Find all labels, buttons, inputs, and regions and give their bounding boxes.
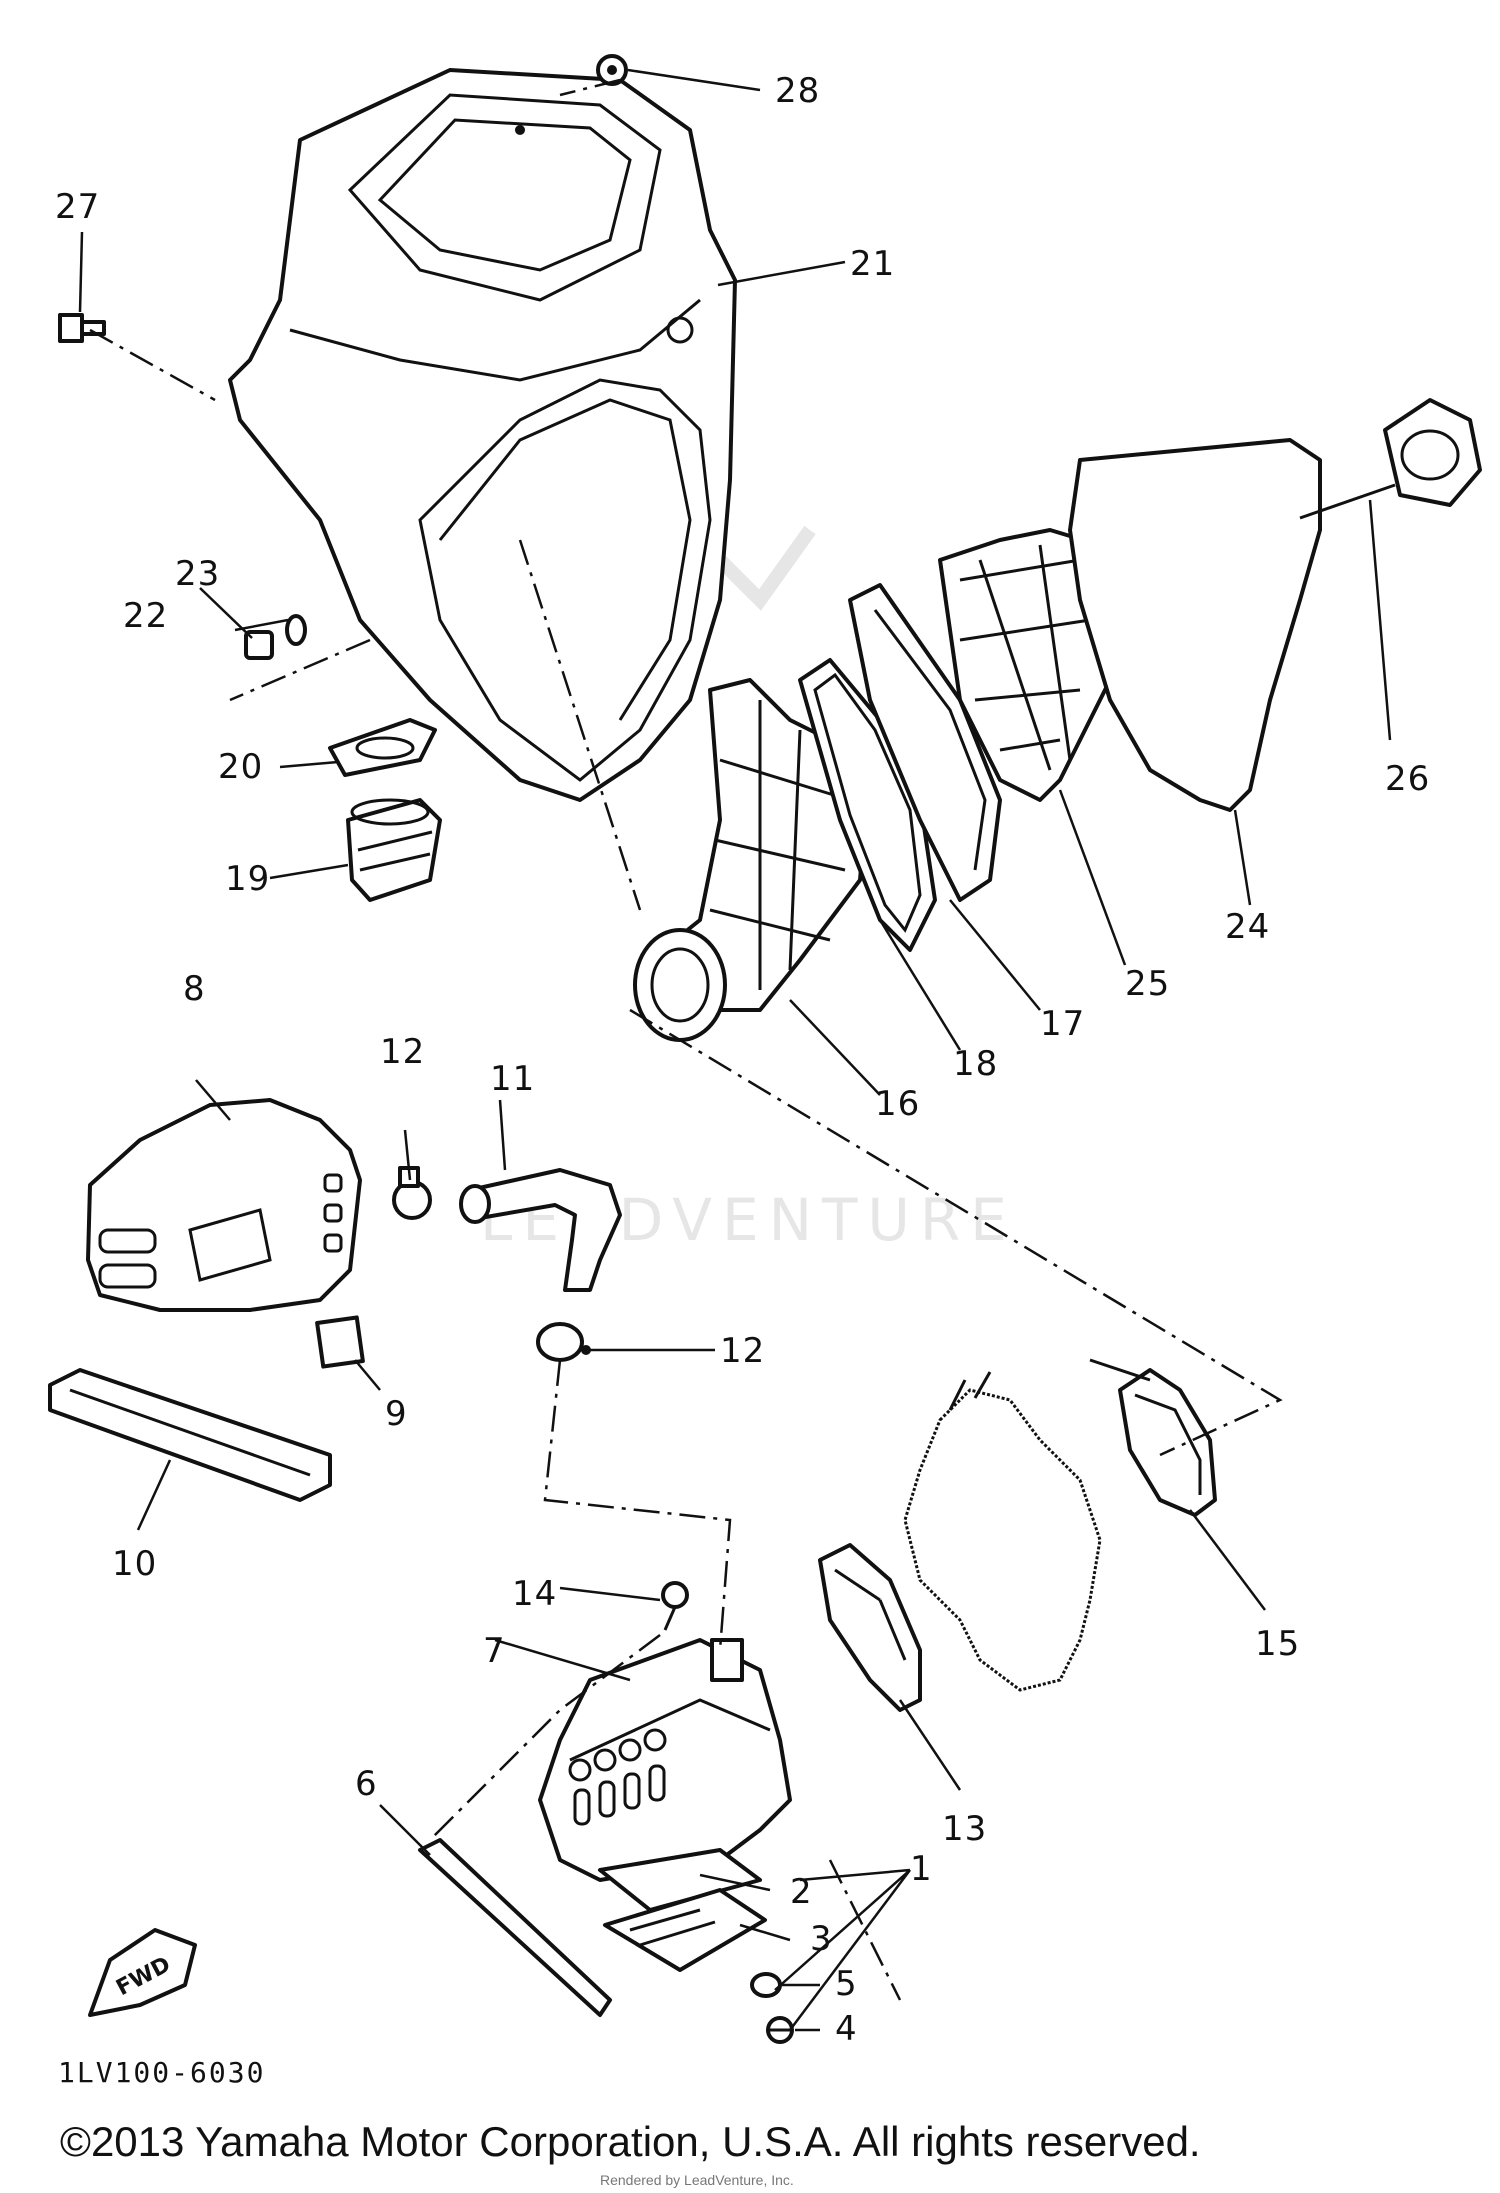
carburetor-outline (903, 1371, 1102, 1692)
reed-part-2 (598, 1848, 762, 1912)
gasket-part-6 (418, 1838, 612, 2017)
callout-4: 4 (835, 2009, 858, 2049)
label-part-9 (315, 1315, 365, 1369)
clamp-part-12a (392, 1166, 432, 1220)
callout-25: 25 (1125, 964, 1170, 1004)
joint-part-19 (346, 798, 442, 902)
stopper-part-3 (603, 1888, 767, 1972)
clamp-part-15 (1089, 1358, 1217, 1517)
callout-28: 28 (775, 71, 820, 111)
callout-7: 7 (483, 1631, 506, 1671)
callout-13: 13 (942, 1809, 987, 1849)
callout-22: 22 (123, 596, 168, 636)
callout-17: 17 (1040, 1004, 1085, 1044)
callout-19: 19 (225, 859, 270, 899)
element-cage-part-16 (633, 678, 872, 1042)
hose-part-11 (459, 1168, 622, 1292)
band-part-10 (48, 1368, 332, 1502)
callout-24: 24 (1225, 907, 1270, 947)
copyright-notice: ©2013 Yamaha Motor Corporation, U.S.A. A… (60, 2118, 1201, 2165)
holder-part-26 (1299, 398, 1482, 520)
bolt-part-14 (661, 1581, 689, 1631)
assembly-lines (89, 78, 1283, 2001)
clamp-part-12b (536, 1322, 591, 1362)
gasket-part-18 (798, 658, 937, 952)
callout-18: 18 (953, 1044, 998, 1084)
washer-part-5 (750, 1972, 782, 1998)
drawing-code: 1LV100-6030 (58, 2056, 266, 2089)
callout-26: 26 (1385, 759, 1430, 799)
callout-1: 1 (910, 1849, 933, 1889)
airbox-part-21 (228, 68, 737, 802)
callout-5: 5 (835, 1964, 858, 2004)
reed-valve-part-7 (538, 1638, 792, 1882)
callout-12b: 12 (720, 1331, 765, 1371)
rendered-by-text: Rendered by LeadVenture, Inc. (600, 2172, 794, 2188)
nut-part-22 (244, 630, 274, 660)
callout-16: 16 (875, 1084, 920, 1124)
callout-14: 14 (512, 1574, 557, 1614)
callout-23: 23 (175, 554, 220, 594)
callout-12a: 12 (380, 1032, 425, 1072)
callout-21: 21 (850, 244, 895, 284)
gasket-part-20 (328, 718, 437, 777)
leader-lines (78, 68, 1392, 2032)
washer-part-23 (285, 614, 307, 646)
element-part-17 (848, 583, 1002, 902)
callout-15: 15 (1255, 1624, 1300, 1664)
resonator-part-8 (86, 1098, 362, 1312)
callout-8: 8 (183, 969, 206, 1009)
bolt-part-27 (58, 313, 106, 343)
callout-6: 6 (355, 1764, 378, 1804)
filter-element-part-24 (1068, 438, 1322, 812)
screw-part-4 (766, 2016, 794, 2044)
callout-27: 27 (55, 187, 100, 227)
callout-3: 3 (810, 1919, 833, 1959)
callout-9: 9 (385, 1394, 408, 1434)
callout-labels: 1 2 3 4 5 6 7 8 9 10 11 12 12 13 14 15 1… (55, 71, 1430, 2049)
clamp-part-13 (818, 1543, 922, 1712)
element-frame-part-25 (938, 528, 1122, 802)
fwd-arrow-icon: FWD (88, 1928, 197, 2017)
callout-2: 2 (790, 1872, 813, 1912)
callout-20: 20 (218, 747, 263, 787)
callout-11: 11 (490, 1059, 535, 1099)
nut-part-28 (596, 54, 628, 86)
callout-10: 10 (112, 1544, 157, 1584)
